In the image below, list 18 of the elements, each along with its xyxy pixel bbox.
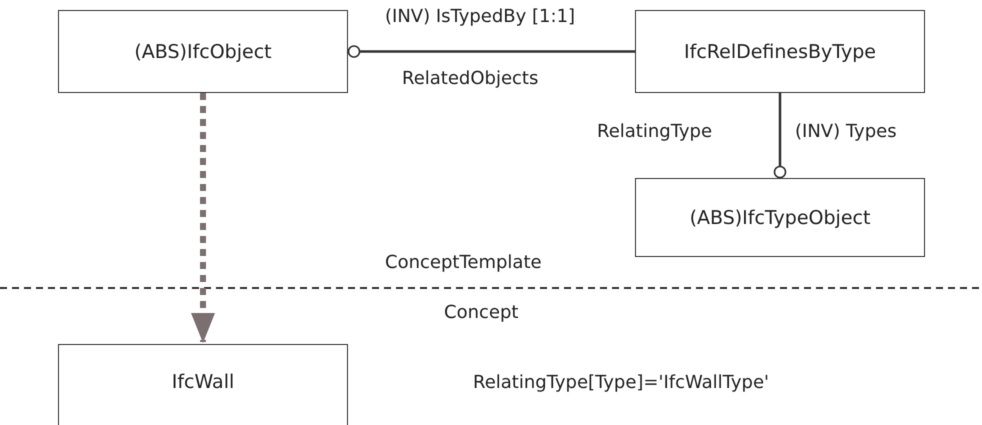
label-text: RelatingType	[597, 121, 712, 142]
class-box	[635, 178, 925, 257]
class-box	[635, 10, 925, 93]
connector-line	[348, 45, 635, 58]
class-name: IfcWall	[172, 371, 234, 393]
class-name: (ABS)IfcTypeObject	[690, 206, 870, 228]
class-name: (ABS)IfcObject	[134, 40, 272, 62]
label-text: RelatingType[Type]='IfcWallType'	[473, 372, 769, 393]
edge-label: (INV) IsTypedBy [1:1]	[385, 6, 576, 27]
label-text: RelatedObjects	[402, 68, 538, 89]
class-box	[58, 10, 348, 93]
edge-label: (INV) Types	[795, 121, 897, 142]
dashed-arrow	[191, 93, 215, 343]
label-text: ConceptTemplate	[385, 252, 542, 273]
class-name: IfcRelDefinesByType	[684, 40, 876, 62]
class-box	[58, 344, 348, 425]
connector-line	[774, 93, 786, 178]
label-text: Concept	[444, 302, 518, 323]
